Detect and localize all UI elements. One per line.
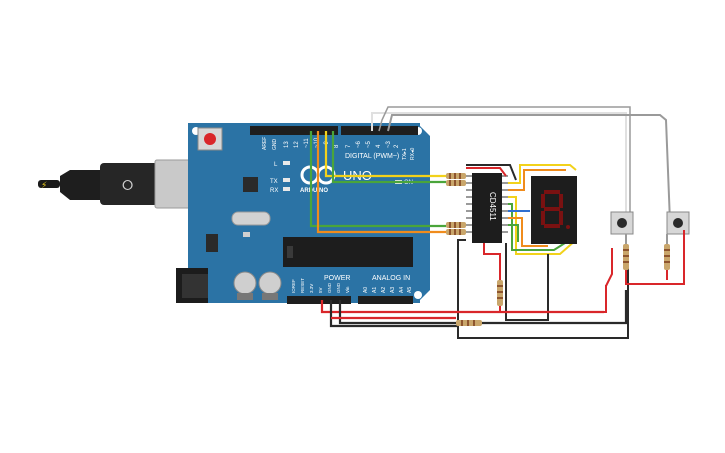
digital-header-label: DIGITAL (PWM~) xyxy=(345,153,399,160)
pushbutton-right[interactable] xyxy=(666,211,690,235)
power-analog-headers xyxy=(287,296,413,304)
digital-pin-label: 7 xyxy=(346,144,352,148)
digital-pin-label: 2 xyxy=(394,144,400,148)
pushbutton-left[interactable] xyxy=(610,211,634,235)
led-rx-label: RX xyxy=(270,188,278,194)
power-pin-label: GND xyxy=(336,282,341,293)
ic-label: CD4511 xyxy=(488,192,497,221)
power-pin-label: RESET xyxy=(300,278,305,293)
button-resistors xyxy=(623,244,670,270)
digital-pin-label: ~3 xyxy=(386,140,392,148)
power-wires[interactable] xyxy=(320,290,628,328)
power-pin-labels: IOREF RESET 3.3V 5V GND GND Vin xyxy=(291,278,350,293)
power-pin-label: GND xyxy=(327,282,332,293)
analog-pin-label: A0 xyxy=(363,287,369,293)
analog-pin-label: A2 xyxy=(381,287,387,293)
atmega-chip xyxy=(283,237,413,267)
rx-pin-label: RX◂0 xyxy=(410,148,416,160)
power-pin-label: Vin xyxy=(345,286,350,293)
analog-pin-label: A5 xyxy=(407,287,413,293)
analog-pin-label: A4 xyxy=(399,287,405,293)
seven-segment-display xyxy=(531,176,577,244)
power-pin-label: 3.3V xyxy=(309,284,314,293)
lightning-icon: ⚡ xyxy=(41,181,47,191)
board-components xyxy=(206,177,271,252)
digital-pin-label: ~5 xyxy=(366,140,372,148)
usb-icon: ⭘ xyxy=(122,178,133,194)
gnd-top-label: GND xyxy=(272,139,278,151)
bottom-resistors xyxy=(456,280,503,326)
gray-wires[interactable] xyxy=(371,106,671,223)
led-tx-label: TX xyxy=(270,179,278,185)
cd4511-chip xyxy=(466,173,508,243)
digital-pin-label: 8 xyxy=(334,144,340,148)
aref-label: AREF xyxy=(262,137,268,150)
capacitors xyxy=(233,271,282,300)
power-pin-label: IOREF xyxy=(291,279,296,293)
digital-pin-label: 12 xyxy=(294,141,300,148)
power-jack xyxy=(176,268,208,303)
button-wires[interactable] xyxy=(605,230,685,287)
analog-pin-labels: A0 A1 A2 A3 A4 A5 xyxy=(363,287,413,293)
display-wires[interactable] xyxy=(457,164,629,339)
input-resistors xyxy=(446,173,466,235)
digital-pin-label: 13 xyxy=(284,141,290,148)
digital-pin-label: 4 xyxy=(376,144,382,148)
led-l-label: L xyxy=(274,162,278,168)
analog-pin-label: A1 xyxy=(372,287,378,293)
usb-cable xyxy=(38,159,192,209)
analog-header-label: ANALOG IN xyxy=(372,275,410,282)
tx-pin-label: TX▸1 xyxy=(402,148,408,160)
signal-wires[interactable] xyxy=(309,131,446,234)
analog-pin-label: A3 xyxy=(390,287,396,293)
digital-pin-label: ~6 xyxy=(356,140,362,148)
power-pin-label: 5V xyxy=(318,287,323,293)
reset-button[interactable] xyxy=(197,127,223,151)
digital-pin-label: ~11 xyxy=(304,138,310,148)
brand-label: ARDUINO xyxy=(300,188,328,194)
power-header-label: POWER xyxy=(324,275,350,282)
